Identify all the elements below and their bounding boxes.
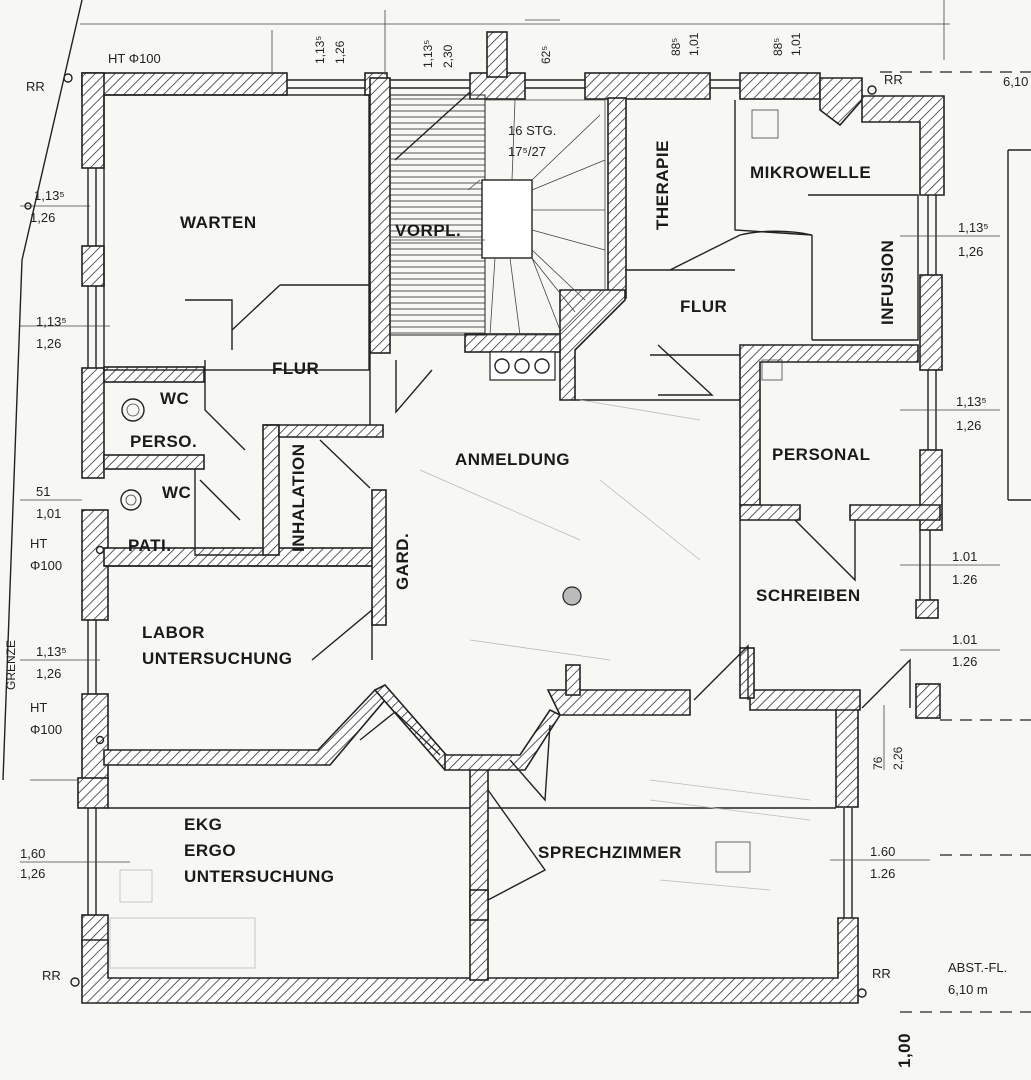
left-dim-1a: 1,13⁵ [34,188,65,203]
room-labor-untersuchung: UNTERSUCHUNG [142,649,293,668]
right-dim-3a: 1.01 [952,549,977,564]
right-dim-5a: 76 [871,756,885,770]
top-dim-2b: 2,30 [441,44,455,68]
left-dim-5b: 1,26 [20,866,45,881]
rr-top-left: RR [26,79,45,94]
top-dim-3: 62⁵ [539,46,553,64]
room-wc-perso: WC [160,389,189,408]
room-anmeldung: ANMELDUNG [455,450,570,469]
fixtures [109,109,811,969]
top-dim-1a: 1,13⁵ [313,36,327,64]
room-flur-top: FLUR [680,297,727,316]
room-pati: PATI. [128,536,171,555]
stairs-rise: 17⁵/27 [508,144,546,159]
partitions [103,94,919,809]
outer-walls [77,31,945,1004]
interior-walls [103,77,941,981]
room-personal: PERSONAL [772,445,870,464]
annotations: HT Φ100 RR RR RR RR 6,10 1,13⁵ 1,26 1,13… [4,32,1028,1068]
left-dim-5a: 1,60 [20,846,45,861]
left-dim-2a: 1,13⁵ [36,314,67,329]
dimension-lines [20,10,1000,863]
room-therapie: THERAPIE [653,140,672,230]
right-dim-2b: 1,26 [956,418,981,433]
rr-bottom-right: RR [872,966,891,981]
site-lines [2,0,1031,1013]
stairs-count: 16 STG. [508,123,556,138]
room-ekg: EKG [184,815,222,834]
left-ht-1: HT [30,536,47,551]
left-ht-1b: Φ100 [30,558,62,573]
left-ht-2b: Φ100 [30,722,62,737]
left-dim-3b: 1,01 [36,506,61,521]
abst-value: 6,10 m [948,982,988,997]
top-dim-4a: 88⁵ [669,38,683,56]
rr-bottom-left: RR [42,968,61,983]
top-dim-2a: 1,13⁵ [421,40,435,68]
left-ht-2: HT [30,700,47,715]
room-schreiben: SCHREIBEN [756,586,861,605]
right-dim-2a: 1,13⁵ [956,394,987,409]
room-infusion: INFUSION [878,240,897,325]
right-dim-6b: 1.26 [870,866,895,881]
top-dim-4b: 1,01 [687,32,701,56]
room-wc-pati: WC [162,483,191,502]
right-dim-3b: 1.26 [952,572,977,587]
rr-markers [24,73,877,998]
left-dim-4a: 1,13⁵ [36,644,67,659]
top-dim-5b: 1,01 [789,32,803,56]
room-vorpl: VORPL. [395,221,461,240]
top-dim-1b: 1,26 [333,40,347,64]
left-dim-4b: 1,26 [36,666,61,681]
right-dim-1a: 1,13⁵ [958,220,989,235]
right-dim-4b: 1.26 [952,654,977,669]
room-labor: LABOR [142,623,205,642]
grenze-label: GRENZE [4,640,18,690]
room-ekg-untersuchung: UNTERSUCHUNG [184,867,335,886]
room-flur-left: FLUR [272,359,319,378]
right-dim-4a: 1.01 [952,632,977,647]
room-warten: WARTEN [180,213,257,232]
bottom-dim: 1,00 [895,1033,914,1068]
top-right-dim: 6,10 [1003,74,1028,89]
left-dim-2b: 1,26 [36,336,61,351]
room-ergo: ERGO [184,841,236,860]
ht-top: HT Φ100 [108,51,161,66]
staircase [389,91,606,336]
room-perso: PERSO. [130,432,197,451]
room-mikrowelle: MIKROWELLE [750,163,871,182]
abst-label: ABST.-FL. [948,960,1007,975]
right-dim-1b: 1,26 [958,244,983,259]
right-dim-5b: 2,26 [891,746,905,770]
room-sprechzimmer: SPRECHZIMMER [538,843,682,862]
room-gard: GARD. [393,533,412,590]
room-labels: WARTEN VORPL. 16 STG. 17⁵/27 THERAPIE MI… [128,123,897,886]
top-dim-5a: 88⁵ [771,38,785,56]
door-swings [185,230,911,901]
room-inhalation: INHALATION [289,443,308,552]
right-dim-6a: 1.60 [870,844,895,859]
rr-top-right: RR [884,72,903,87]
left-dim-1b: 1,26 [30,210,55,225]
left-dim-3a: 51 [36,484,50,499]
